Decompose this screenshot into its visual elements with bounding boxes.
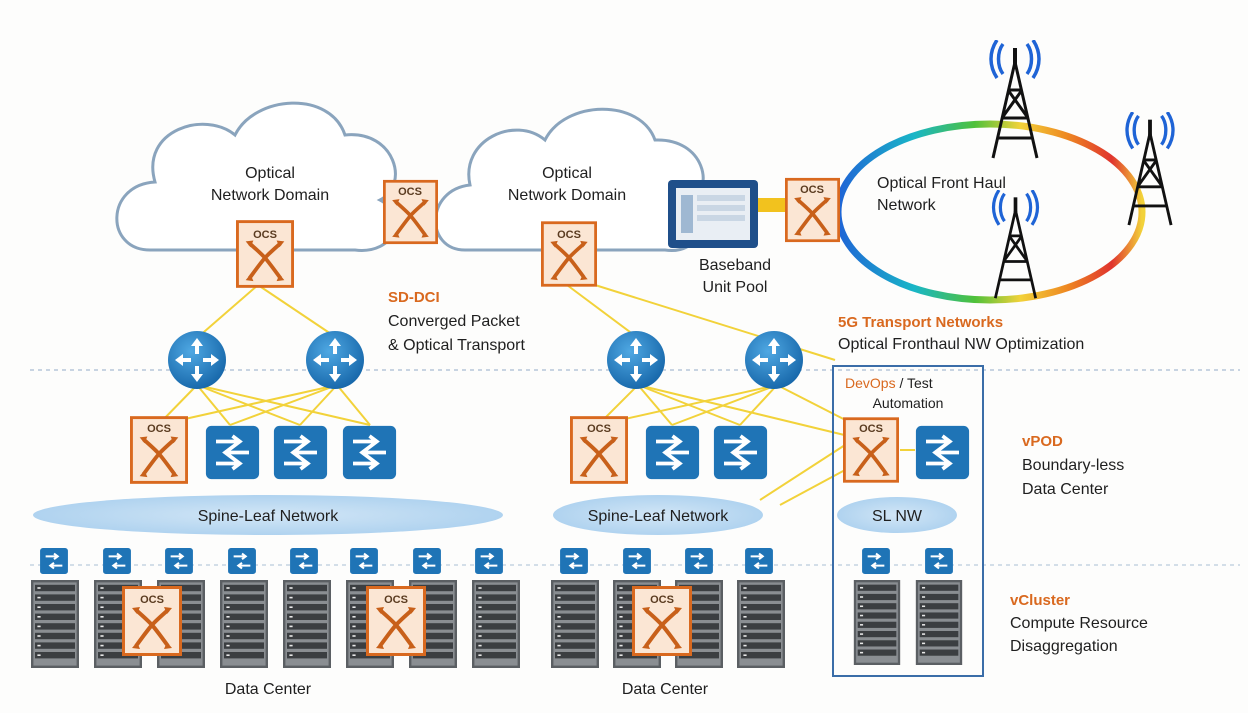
devops-line-2: Automation xyxy=(873,395,944,411)
transport-5g-line-1: Optical Fronthaul NW Optimization xyxy=(838,336,1084,353)
spine-leaf-label-right: Spine-Leaf Network xyxy=(588,508,730,525)
vpod-line-2: Data Center xyxy=(1022,481,1109,498)
ocs-fronthaul: OCS xyxy=(785,177,840,243)
baseband-label-1: Baseband xyxy=(699,257,771,274)
fronthaul-label-2: Network xyxy=(877,197,937,214)
router-icon xyxy=(745,331,803,389)
svg-text:OCS: OCS xyxy=(253,229,277,241)
svg-text:OCS: OCS xyxy=(398,186,422,198)
router-icon xyxy=(306,331,364,389)
tor-switches xyxy=(40,548,953,574)
transport-5g-title: 5G Transport Networks xyxy=(838,314,1003,331)
ocs-top-middle: OCS xyxy=(541,220,597,288)
sd-dci-line-2: & Optical Transport xyxy=(388,337,526,354)
antenna-tower-icon xyxy=(991,190,1040,300)
spine-leaf-ellipse-right xyxy=(553,495,763,535)
sd-dci-line-1: Converged Packet xyxy=(388,313,520,330)
cloud-middle-label-2: Network Domain xyxy=(508,187,626,204)
svg-text:OCS: OCS xyxy=(147,423,171,435)
baseband-unit-icon xyxy=(668,180,758,248)
svg-text:OCS: OCS xyxy=(557,229,581,241)
data-center-label-right: Data Center xyxy=(622,681,709,698)
sl-nw-label: SL NW xyxy=(872,508,923,525)
vcluster-title: vCluster xyxy=(1010,592,1070,609)
ocs-leaf-right: OCS xyxy=(570,415,628,485)
svg-text:OCS: OCS xyxy=(800,184,824,196)
sl-nw-ellipse xyxy=(837,497,957,533)
cloud-left-label-1: Optical xyxy=(245,165,295,182)
links xyxy=(157,284,915,506)
vpod-box xyxy=(832,365,984,677)
vcluster-line-2: Disaggregation xyxy=(1010,638,1118,655)
spine-leaf-label-left: Spine-Leaf Network xyxy=(198,508,340,525)
switch-icon xyxy=(273,425,328,480)
ocs-rack-1: OCS xyxy=(124,588,181,655)
router-icon xyxy=(607,331,665,389)
vpod-line-1: Boundary-less xyxy=(1022,457,1124,474)
ocs-vpod: OCS xyxy=(843,416,899,484)
antenna-tower-icon xyxy=(1125,112,1175,227)
cloud-left-label-2: Network Domain xyxy=(211,187,329,204)
cloud-middle-label-1: Optical xyxy=(542,165,592,182)
sd-dci-title: SD-DCI xyxy=(388,289,440,306)
svg-text:OCS: OCS xyxy=(384,594,408,606)
ocs-rack-3: OCS xyxy=(634,588,691,655)
vcluster-line-1: Compute Resource xyxy=(1010,615,1148,632)
switch-icon xyxy=(645,425,700,480)
ocs-top-between: OCS xyxy=(383,179,438,245)
antenna-tower-icon xyxy=(989,40,1041,160)
svg-text:OCS: OCS xyxy=(859,423,883,435)
switch-icon xyxy=(205,425,260,480)
svg-text:OCS: OCS xyxy=(140,594,164,606)
ocs-leaf-left: OCS xyxy=(130,415,188,485)
ocs-top-left: OCS xyxy=(236,220,294,288)
server-racks-left xyxy=(31,580,520,668)
devops-label: DevOps / Test xyxy=(845,375,933,391)
svg-text:OCS: OCS xyxy=(650,594,674,606)
spine-leaf-ellipse-left xyxy=(33,495,503,535)
fronthaul-label-1: Optical Front Haul xyxy=(877,175,1006,192)
ocs-rack-2: OCS xyxy=(368,588,425,655)
switch-icon xyxy=(713,425,768,480)
baseband-link xyxy=(757,198,787,212)
vpod-title: vPOD xyxy=(1022,433,1063,450)
data-center-label-left: Data Center xyxy=(225,681,312,698)
svg-text:OCS: OCS xyxy=(587,423,611,435)
router-icon xyxy=(168,331,226,389)
baseband-label-2: Unit Pool xyxy=(703,279,768,296)
switch-icon xyxy=(915,425,970,480)
switch-icon xyxy=(342,425,397,480)
server-racks-vpod xyxy=(853,580,963,665)
